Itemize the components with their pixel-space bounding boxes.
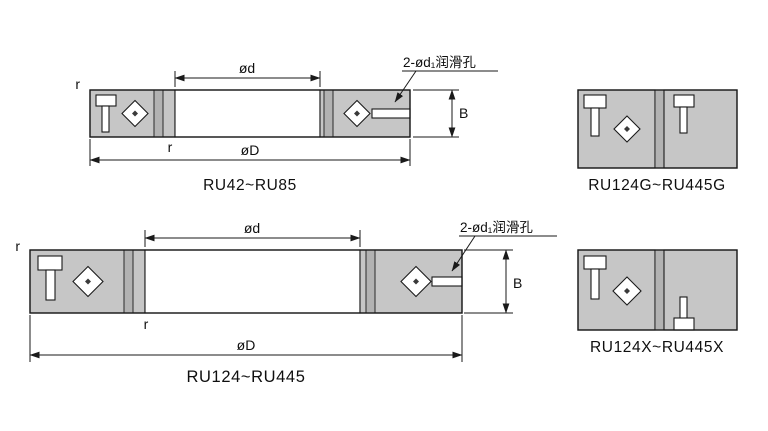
- roller-center: [624, 126, 630, 132]
- dimension-outer-diameter: [89, 139, 411, 166]
- bearing-section-ru124x: [577, 249, 738, 331]
- roller-center: [413, 278, 419, 285]
- spacer-band: [654, 249, 665, 331]
- lube-hole-callout: [451, 235, 557, 272]
- caption-ru124g-ru445g: RU124G~RU445G: [588, 177, 725, 194]
- inner-ring: [144, 249, 361, 314]
- crossed-roller-icon: [72, 265, 104, 298]
- callout-leader: [451, 235, 476, 272]
- lube-hole-slot: [431, 276, 463, 287]
- bolt-counterbore: [673, 317, 695, 331]
- roller-center: [624, 288, 630, 294]
- section-outline: [577, 89, 738, 169]
- lube-hole-label: 2-ød₁润滑孔: [460, 220, 533, 235]
- bearing-section-ru124g: [577, 89, 738, 169]
- bearing-section-ru124-ru445: [29, 249, 463, 314]
- spacer-band: [323, 89, 334, 138]
- crossed-roller-icon: [121, 99, 149, 128]
- bolt-counterbore: [673, 94, 695, 108]
- spacer-band: [365, 249, 376, 314]
- bolt-counterbore: [583, 255, 607, 270]
- section-outline: [577, 249, 738, 331]
- spacer-band: [153, 89, 164, 138]
- crossed-roller-icon: [343, 99, 371, 128]
- bolt-hole: [590, 268, 600, 300]
- bolt-counterbore: [583, 94, 607, 109]
- dimension-outer-diameter: [29, 315, 463, 362]
- fillet-label: r: [15, 238, 20, 254]
- section-outline: [89, 89, 411, 138]
- inner-ring: [663, 249, 738, 331]
- inner-ring: [174, 89, 321, 138]
- bearing-section-ru42-ru85: [89, 89, 411, 138]
- bolt-hole: [679, 106, 688, 134]
- dimension-inner-diameter: [174, 71, 321, 87]
- fillet-label: r: [168, 139, 173, 155]
- caption-ru124x-ru445x: RU124X~RU445X: [590, 339, 724, 356]
- spacer-band: [123, 249, 134, 314]
- crossed-roller-icon: [613, 115, 641, 143]
- dim-label-inner-diameter: ød: [239, 60, 255, 76]
- lube-hole-slot: [371, 108, 411, 119]
- lube-hole-callout: [394, 70, 498, 103]
- callout-leader: [394, 70, 417, 103]
- roller-center: [85, 278, 91, 285]
- dimension-width: [413, 89, 459, 138]
- crossed-roller-icon: [612, 276, 642, 306]
- dim-label-width: B: [513, 275, 522, 291]
- dim-label-outer-diameter: øD: [237, 337, 256, 353]
- roller-center: [132, 110, 138, 117]
- crossed-roller-icon: [400, 265, 432, 298]
- bolt-counterbore: [37, 255, 63, 271]
- lube-hole-label: 2-ød₁润滑孔: [403, 55, 476, 70]
- dim-label-width: B: [459, 105, 468, 121]
- roller-center: [354, 110, 360, 117]
- spacer-band: [654, 89, 665, 169]
- dimension-inner-diameter: [144, 230, 361, 247]
- fillet-label: r: [75, 76, 80, 92]
- bolt-hole: [101, 105, 110, 133]
- fillet-label: r: [144, 316, 149, 332]
- bolt-hole: [45, 269, 56, 301]
- dim-label-inner-diameter: ød: [244, 220, 260, 236]
- bolt-hole: [590, 107, 600, 137]
- section-outline: [29, 249, 463, 314]
- dimension-width: [464, 249, 513, 314]
- dim-label-outer-diameter: øD: [241, 142, 260, 158]
- bolt-counterbore: [95, 94, 117, 107]
- caption-ru124-ru445: RU124~RU445: [187, 368, 306, 386]
- caption-ru42-ru85: RU42~RU85: [203, 177, 297, 194]
